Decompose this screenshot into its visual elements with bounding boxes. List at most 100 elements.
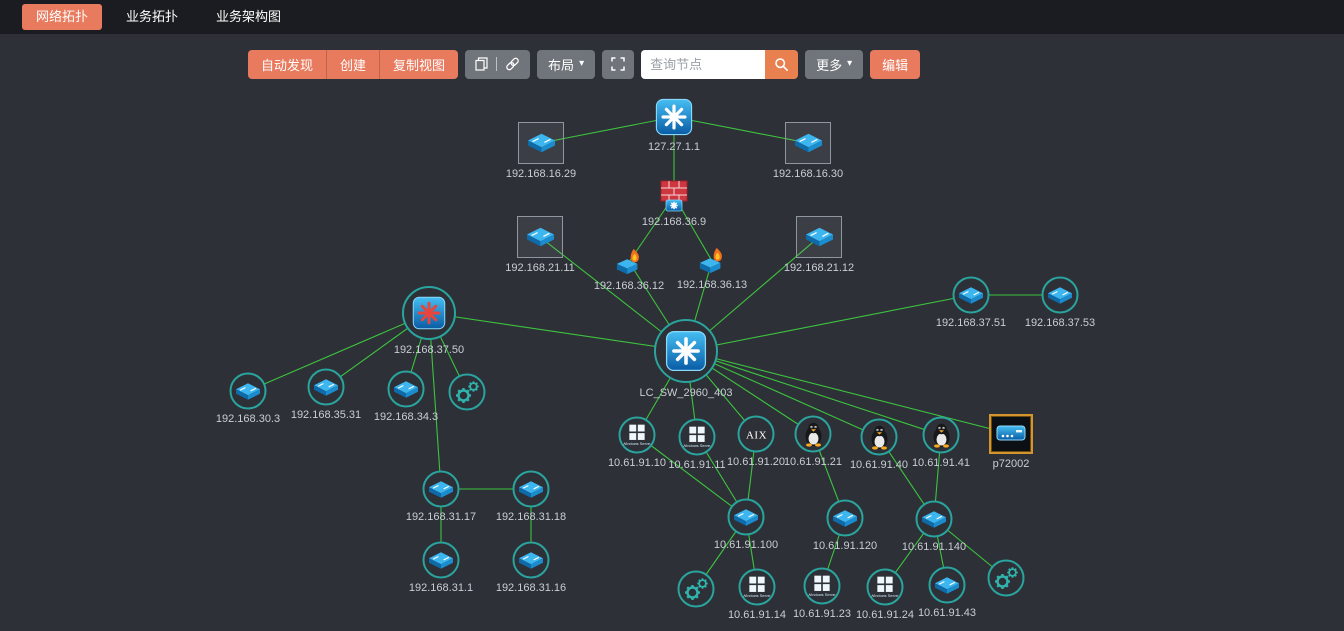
node-label: 10.61.91.120 xyxy=(812,540,878,552)
windows-icon: Windows Server xyxy=(809,575,836,597)
switch-icon xyxy=(734,508,758,526)
star-switch-icon xyxy=(412,296,446,330)
top-nav: 网络拓扑 业务拓扑 业务架构图 xyxy=(0,0,1344,34)
svg-text:Windows Server: Windows Server xyxy=(809,592,836,597)
hub-ring xyxy=(402,286,456,340)
divider xyxy=(496,57,498,71)
switch-icon xyxy=(794,133,822,153)
fullscreen-icon xyxy=(611,57,625,71)
clipboard-link-group xyxy=(465,49,531,79)
node-label: 192.168.36.13 xyxy=(676,279,748,291)
search-input[interactable] xyxy=(641,49,766,79)
search-box xyxy=(641,49,799,79)
edge xyxy=(636,434,747,518)
node-label: 10.61.91.20 xyxy=(726,456,786,468)
switch-ring xyxy=(512,541,550,579)
storage-selected-box xyxy=(989,414,1033,454)
create-button[interactable]: 创建 xyxy=(327,49,381,79)
switch-icon xyxy=(805,227,833,247)
link-button[interactable] xyxy=(497,50,528,79)
core-switch-icon-wrap xyxy=(655,98,693,136)
edit-button[interactable]: 编辑 xyxy=(870,49,921,79)
windows-ring: Windows Server xyxy=(803,567,841,605)
linux-ring xyxy=(922,416,960,454)
switch-ring xyxy=(1041,276,1079,314)
svg-text:Windows Server: Windows Server xyxy=(684,443,711,448)
auto-discover-button[interactable]: 自动发现 xyxy=(248,49,328,79)
switch-icon xyxy=(922,510,946,528)
node-label: 192.168.31.18 xyxy=(495,511,567,523)
switch-icon xyxy=(1048,286,1072,304)
linux-ring xyxy=(860,418,898,456)
node-label: 192.168.31.17 xyxy=(405,511,477,523)
svg-text:Windows Server: Windows Server xyxy=(872,593,899,598)
node-label: 192.168.16.29 xyxy=(505,168,577,180)
copy-button[interactable] xyxy=(467,50,496,79)
tab-business-architecture[interactable]: 业务架构图 xyxy=(216,9,282,24)
switch-ring xyxy=(422,541,460,579)
switch-icon xyxy=(429,551,453,569)
switch-ring xyxy=(826,499,864,537)
linux-tux-icon xyxy=(805,422,821,447)
linux-tux-icon xyxy=(871,425,887,450)
node-label: 10.61.91.14 xyxy=(727,609,787,621)
windows-icon: Windows Server xyxy=(684,426,711,448)
node-label: 192.168.37.50 xyxy=(393,344,465,356)
tab-network-topology[interactable]: 网络拓扑 xyxy=(22,4,103,30)
fullscreen-button[interactable] xyxy=(602,49,635,79)
switch-icon xyxy=(314,378,338,396)
layout-dropdown[interactable]: 布局 ▾ xyxy=(537,49,596,79)
windows-ring: Windows Server xyxy=(738,568,776,606)
windows-ring: Windows Server xyxy=(678,418,716,456)
node-label: 10.61.91.11 xyxy=(668,459,726,471)
chevron-down-icon: ▾ xyxy=(579,58,585,69)
switch-icon xyxy=(527,133,555,153)
node-label: 10.61.91.43 xyxy=(917,607,977,619)
node-label: 10.61.91.41 xyxy=(911,457,971,469)
node-label: 192.168.35.31 xyxy=(290,409,362,421)
node-label: 10.61.91.40 xyxy=(849,459,909,471)
copy-icon xyxy=(475,57,488,71)
node-label: 192.168.37.53 xyxy=(1024,317,1096,329)
switch-icon xyxy=(526,227,554,247)
node-label: 127.27.1.1 xyxy=(648,141,700,153)
switch-ring xyxy=(952,276,990,314)
gear-ring xyxy=(677,570,715,608)
switch-box xyxy=(518,122,564,164)
switch-ring xyxy=(727,498,765,536)
search-button[interactable] xyxy=(765,49,799,79)
switch-icon xyxy=(519,551,543,569)
gear-ring xyxy=(987,559,1025,597)
more-dropdown[interactable]: 更多 ▾ xyxy=(805,49,864,79)
node-label: 10.61.91.100 xyxy=(713,539,779,551)
windows-icon: Windows Server xyxy=(624,424,651,446)
switch-ring xyxy=(928,566,966,604)
storage-icon xyxy=(996,425,1026,441)
switch-icon xyxy=(519,480,543,498)
switch-icon xyxy=(429,480,453,498)
copy-view-button[interactable]: 复制视图 xyxy=(380,50,458,79)
firewall-icon xyxy=(660,180,688,212)
node-label: 192.168.21.11 xyxy=(505,262,575,274)
tab-business-topology[interactable]: 业务拓扑 xyxy=(126,9,179,24)
node-label: 192.168.36.9 xyxy=(641,216,707,228)
switch-box xyxy=(785,122,831,164)
layout-label: 布局 xyxy=(548,57,575,73)
firewall-flame-icon-wrap xyxy=(697,247,727,275)
node-label: 192.168.34.3 xyxy=(373,411,439,423)
edge xyxy=(685,294,972,352)
node-label: p72002 xyxy=(992,458,1030,470)
switch-box xyxy=(796,216,842,258)
node-label: 10.61.91.21 xyxy=(783,456,843,468)
node-label: 192.168.21.12 xyxy=(783,262,855,274)
aix-ring: AIX xyxy=(737,415,775,453)
switch-icon xyxy=(236,382,260,400)
node-label: 192.168.30.3 xyxy=(215,413,281,425)
gear-icon xyxy=(994,566,1018,589)
star-switch-icon xyxy=(655,98,693,136)
node-label: 192.168.31.1 xyxy=(408,582,474,594)
gear-icon xyxy=(684,577,708,600)
node-label: 192.168.31.16 xyxy=(495,582,567,594)
